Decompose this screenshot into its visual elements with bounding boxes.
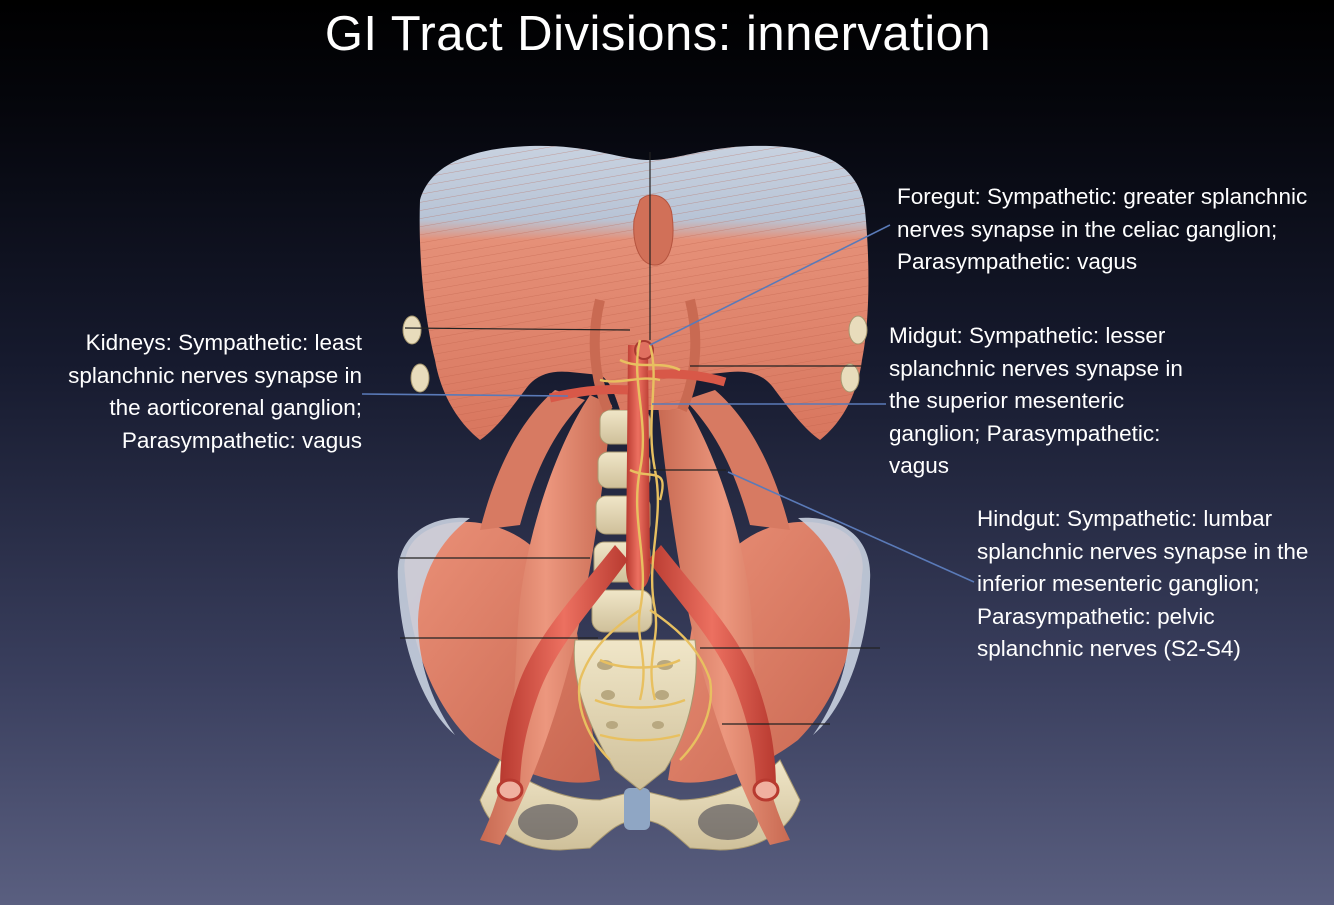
- pubic-symphysis: [624, 788, 650, 830]
- right-obturator-foramen: [698, 804, 758, 840]
- left-iliac-crest: [397, 517, 470, 735]
- foregut-label: Foregut: Sympathetic: greater splanchnic…: [897, 184, 1308, 274]
- right-iliac-cut: [752, 778, 780, 802]
- left-quadratus-lumborum: [480, 390, 585, 530]
- lower-ribs: [402, 315, 868, 393]
- midgut-label: Midgut: Sympathetic: lesser splanchnic n…: [889, 323, 1183, 478]
- sacrum: [573, 639, 697, 791]
- kidneys-leader: [361, 393, 569, 397]
- left-obturator-foramen: [518, 804, 578, 840]
- abdominal-aorta: [625, 345, 651, 590]
- slide-title: GI Tract Divisions: innervation: [324, 7, 992, 61]
- blue-leader-lines: [361, 224, 975, 583]
- foregut-leader: [649, 224, 891, 346]
- right-quadratus-lumborum: [685, 390, 790, 530]
- hindgut-leader: [727, 471, 975, 583]
- left-common-iliac-artery: [500, 545, 628, 790]
- autonomic-nerve-plexus: [577, 339, 713, 761]
- esophageal-hiatus: [633, 194, 674, 266]
- kidneys-label: Kidneys: Sympathetic: least splanchnic n…: [68, 330, 362, 453]
- left-iliac-cut: [496, 778, 524, 802]
- right-renal-artery: [647, 369, 727, 387]
- hindgut-label: Hindgut: Sympathetic: lumbar splanchnic …: [977, 506, 1309, 661]
- left-crus: [677, 298, 701, 412]
- right-common-iliac-artery: [648, 545, 776, 790]
- right-iliac-crest: [798, 517, 871, 735]
- black-leader-lines: [400, 152, 880, 725]
- right-crus: [589, 298, 613, 412]
